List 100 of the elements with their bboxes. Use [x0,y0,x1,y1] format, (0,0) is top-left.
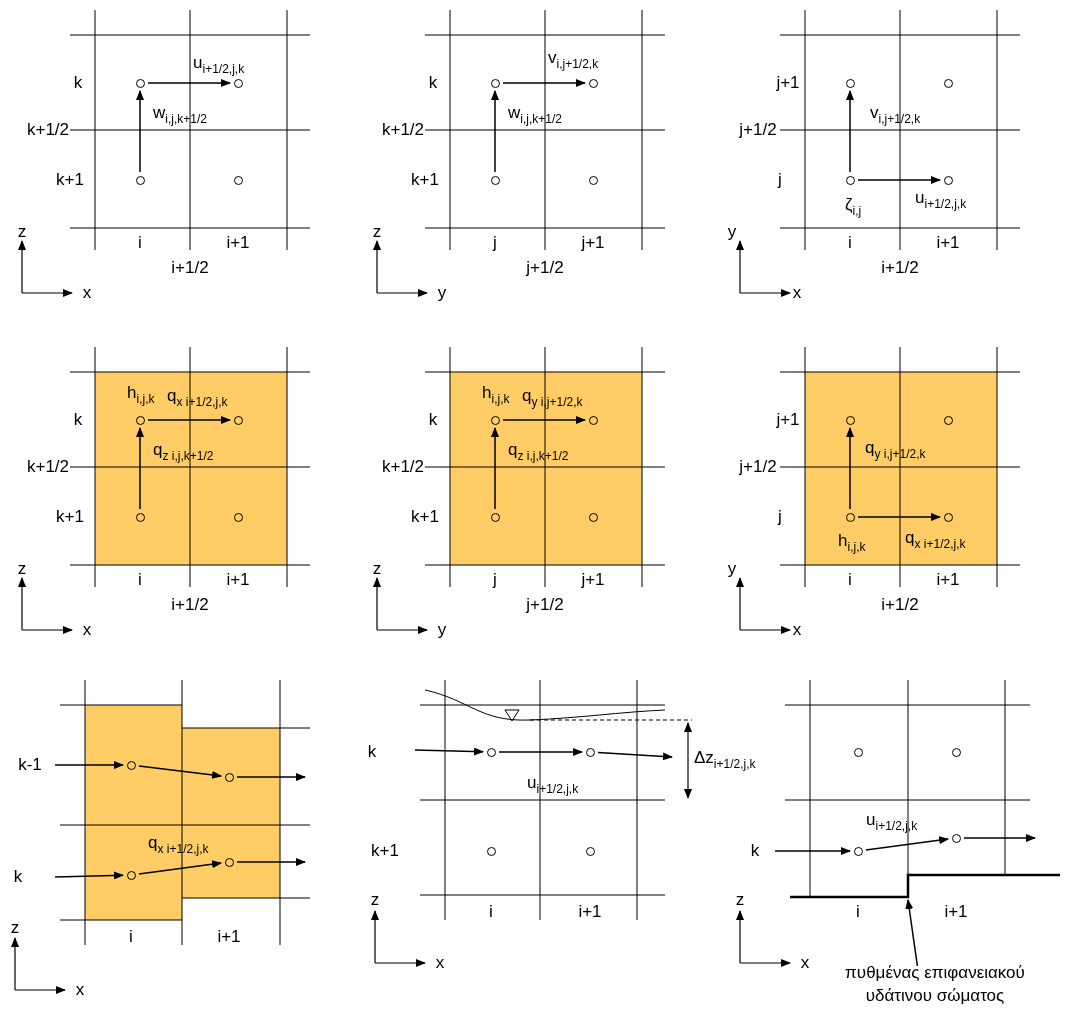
axis-label: k [73,410,83,430]
axis-label: z [370,890,380,910]
arrow [846,427,854,510]
axis-label: k+1/2 [381,120,425,140]
axis-label: x [792,283,802,303]
axis-label: i+1 [226,570,250,590]
variable-label: h$_{i,j,k}$ [127,384,155,406]
edge-label: q$_{y i,j+1/2,k}$ [865,439,926,461]
axis-label: x [435,953,445,973]
arrow [498,748,583,756]
axis-label: i+1 [217,927,241,947]
arrow [236,858,306,866]
axis-label: k-1 [18,755,42,775]
axis-label: j+1 [776,410,800,430]
arrow [138,860,223,875]
axis-label: k+1 [411,507,439,527]
arrow [414,747,484,756]
variable-label: h$_{i,j,k}$ [482,384,510,406]
variable-label: ζ$_{i,j}$ [845,196,862,218]
axis-label: k+1 [56,170,84,190]
edge-label: w$_{i,j,k+1/2}$ [508,104,562,126]
arrow [147,79,231,87]
axis-label: z [735,890,745,910]
arrow [774,847,851,855]
axis-label: j [778,507,782,527]
axis-label: x [82,620,92,640]
edge-label: w$_{i,j,k+1/2}$ [153,104,207,126]
arrow [502,416,586,424]
axis-label: j+1/2 [739,120,777,140]
axis-label: i+1 [936,233,960,253]
axis-label: j [493,570,497,590]
axis-label: i+1 [936,570,960,590]
axis-label: i+1/2 [171,258,209,278]
axis-label: Δz$_{i+1/2,j,k}$ [694,749,756,771]
axis-label: j+1 [776,73,800,93]
axis-label: j [778,170,782,190]
axis-label: i+1/2 [881,595,919,615]
edge-label: u$_{i+1/2,j,k}$ [527,774,579,796]
arrow [136,90,144,173]
axis-label: j+1/2 [526,258,564,278]
edge-label: q$_{x i+1/2,j,k}$ [167,387,228,409]
arrow [857,513,941,521]
edge-label: q$_{z i,j,k+1/2}$ [153,441,214,463]
arrow [491,90,499,173]
variable-label: h$_{i,j,k}$ [838,532,866,554]
axis-label: x [82,283,92,303]
arrow [865,836,950,851]
axis-label: k+1 [56,507,84,527]
edge-label: v$_{i,j+1/2,k}$ [548,49,599,71]
arrow [491,427,499,510]
axis-label: j+1/2 [739,457,777,477]
axis-label: k [73,73,83,93]
arrow [138,765,223,779]
axis-label: k [367,742,377,762]
axis-label: i [848,570,852,590]
axis-label: z [372,222,382,242]
axis-label: k [750,841,760,861]
arrow [963,834,1036,842]
axis-label: y [437,283,447,303]
edge-label: q$_{x i+1/2,j,k}$ [905,529,966,551]
axis-label: x [792,620,802,640]
axis-label: k [428,73,438,93]
axis-label: y [437,620,447,640]
axis-label: k+1 [371,841,399,861]
axis-label: z [17,559,27,579]
arrow [54,761,124,769]
callout-text: πυθμένας επιφανειακού υδάτινου σώματος [825,962,1045,1008]
axis-label: k+1 [411,170,439,190]
axis-label: i+1 [578,902,602,922]
edge-label: u$_{i+1/2,j,k}$ [193,54,245,76]
axis-label: k [13,867,23,887]
edge-label: u$_{i+1/2,j,k}$ [915,189,967,211]
axis-label: i [138,570,142,590]
arrow [54,871,124,880]
axis-label: i+1 [226,233,250,253]
arrow [846,90,854,173]
axis-label: z [372,559,382,579]
axis-label: k+1/2 [381,457,425,477]
axis-label: j+1/2 [526,595,564,615]
axis-label: i+1/2 [881,258,919,278]
axis-label: k+1/2 [26,457,70,477]
edge-label: q$_{x i+1/2,j,k}$ [148,834,209,856]
arrow [857,176,941,184]
axis-label: j+1 [581,570,605,590]
leader-line [905,899,919,967]
edge-label: q$_{y i,j+1/2,k}$ [522,387,583,409]
axis-label: x [75,980,85,1000]
axis-label: j [493,233,497,253]
axis-label: x [800,953,810,973]
edge-label: v$_{i,j+1/2,k}$ [870,104,921,126]
arrow [597,751,673,761]
edge-label: q$_{z i,j,k+1/2}$ [508,441,569,463]
axis-label: i [856,902,860,922]
axis-label: i+1/2 [171,595,209,615]
axis-label: i [138,233,142,253]
arrow [147,416,231,424]
axis-label: k+1/2 [26,120,70,140]
axis-label: z [17,222,27,242]
axis-label: y [727,222,737,242]
axis-label: i [129,927,133,947]
